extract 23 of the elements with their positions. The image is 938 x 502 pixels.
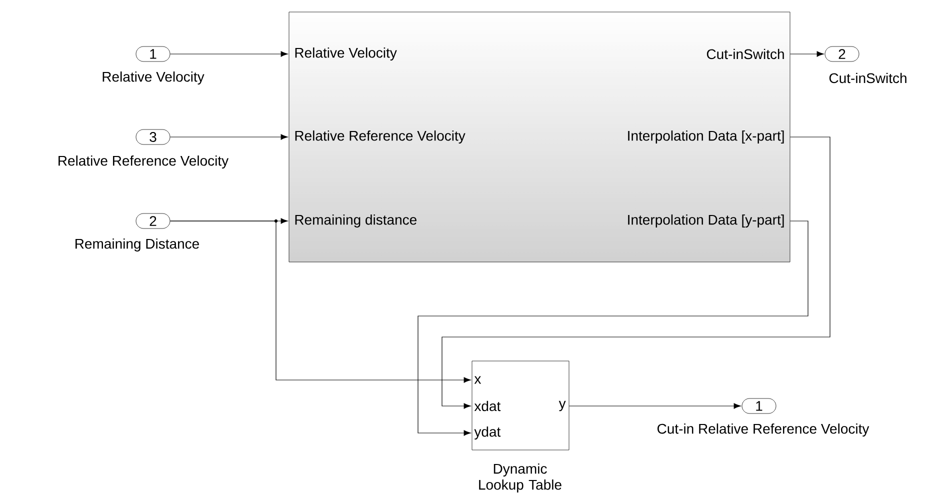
port-label: Interpolation Data [y-part] <box>628 214 784 228</box>
port-name: Remaining Distance <box>76 238 199 252</box>
block-name: Dynamic Lookup Table <box>479 463 562 492</box>
port-name: Cut-in Relative Reference Velocity <box>658 423 870 436</box>
arrow <box>170 134 288 140</box>
port-name: Relative Velocity <box>102 71 204 85</box>
port-label: Relative Reference Velocity <box>295 130 466 144</box>
arrow <box>170 220 471 383</box>
arrow <box>790 51 824 57</box>
port-label: Remaining distance <box>295 214 416 228</box>
port-label: Cut-inSwitch <box>706 48 784 60</box>
port-label: xdat <box>474 400 501 412</box>
arrow <box>568 403 741 409</box>
port-label: x <box>474 376 482 384</box>
port-label: Relative Velocity <box>295 47 397 61</box>
port-label: y <box>558 400 566 412</box>
arrow <box>442 136 830 409</box>
arrow <box>418 220 808 436</box>
port-name: Cut-inSwitch <box>829 72 906 84</box>
port-name: Relative Reference Velocity <box>58 155 229 169</box>
arrow <box>170 51 288 57</box>
port-label: ydat <box>474 426 501 440</box>
port-label: Interpolation Data [x-part] <box>628 130 784 144</box>
